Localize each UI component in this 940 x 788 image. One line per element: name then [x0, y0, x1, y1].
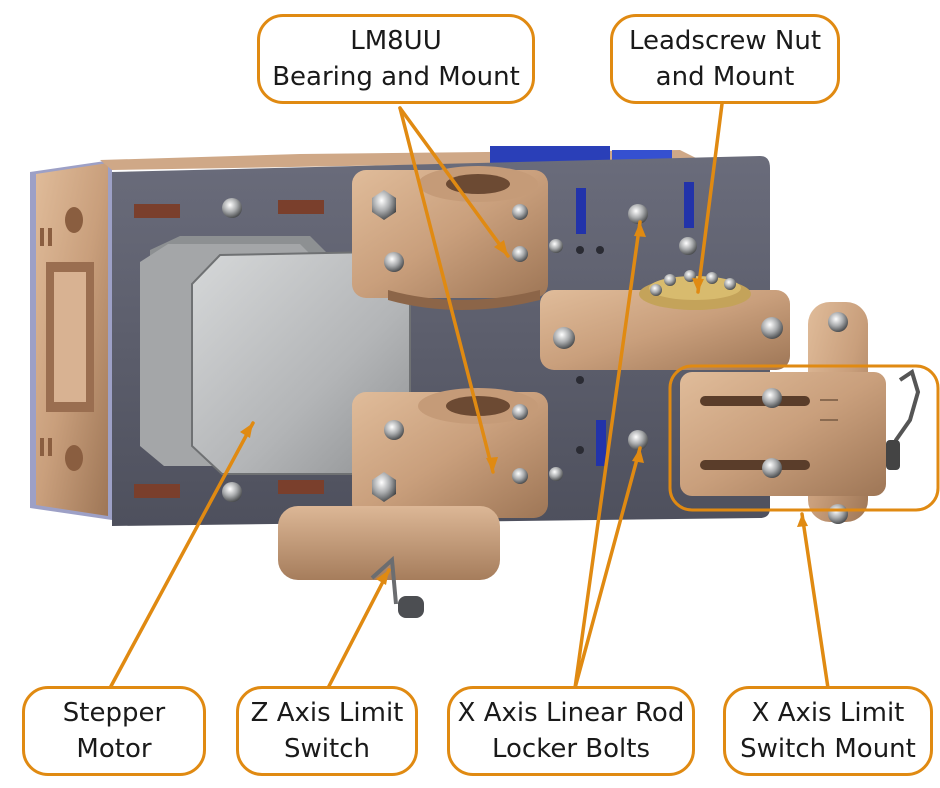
label-x-axis-rod-bolts: X Axis Linear Rod Locker Bolts [447, 686, 695, 776]
arrow-xrod-upper [573, 220, 642, 690]
bolts [222, 190, 848, 524]
arrow-nut [696, 102, 724, 294]
label-text: X Axis Linear Rod [457, 698, 685, 728]
arrow-heads [240, 222, 808, 585]
label-text: Z Axis Limit [250, 698, 404, 728]
label-lm8uu-bearing: LM8UU Bearing and Mount [257, 14, 535, 104]
leadscrew-nut-mount [540, 270, 790, 370]
label-z-axis-limit-switch: Z Axis Limit Switch [236, 686, 418, 776]
arrow-zlimit [326, 568, 391, 690]
arrow-xmount [800, 512, 830, 690]
label-text: and Mount [655, 62, 795, 92]
label-text: Locker Bolts [491, 734, 650, 764]
label-stepper-motor: Stepper Motor [22, 686, 206, 776]
label-text: Stepper [62, 698, 166, 728]
upper-bearing-mount [352, 166, 548, 310]
arrow-bearing-upper [398, 106, 510, 258]
label-text: X Axis Limit [751, 698, 905, 728]
label-text: Switch [284, 734, 370, 764]
left-carriage [30, 160, 112, 520]
label-text: Bearing and Mount [272, 62, 520, 92]
label-text: Switch Mount [740, 734, 916, 764]
label-text: LM8UU [350, 26, 442, 56]
arrow-stepper [108, 421, 255, 690]
label-text: Motor [76, 734, 152, 764]
x-limit-switch-mount [680, 302, 921, 522]
x-limit-highlight [668, 364, 940, 512]
arrow-xrod-lower [573, 446, 642, 690]
z-limit-switch-block [278, 506, 500, 618]
arrow-bearing-lower [398, 106, 495, 474]
callout-arrows [108, 102, 830, 690]
label-leadscrew-nut: Leadscrew Nut and Mount [610, 14, 840, 104]
label-text: Leadscrew Nut [628, 26, 822, 56]
label-x-axis-limit-switch-mount: X Axis Limit Switch Mount [723, 686, 933, 776]
